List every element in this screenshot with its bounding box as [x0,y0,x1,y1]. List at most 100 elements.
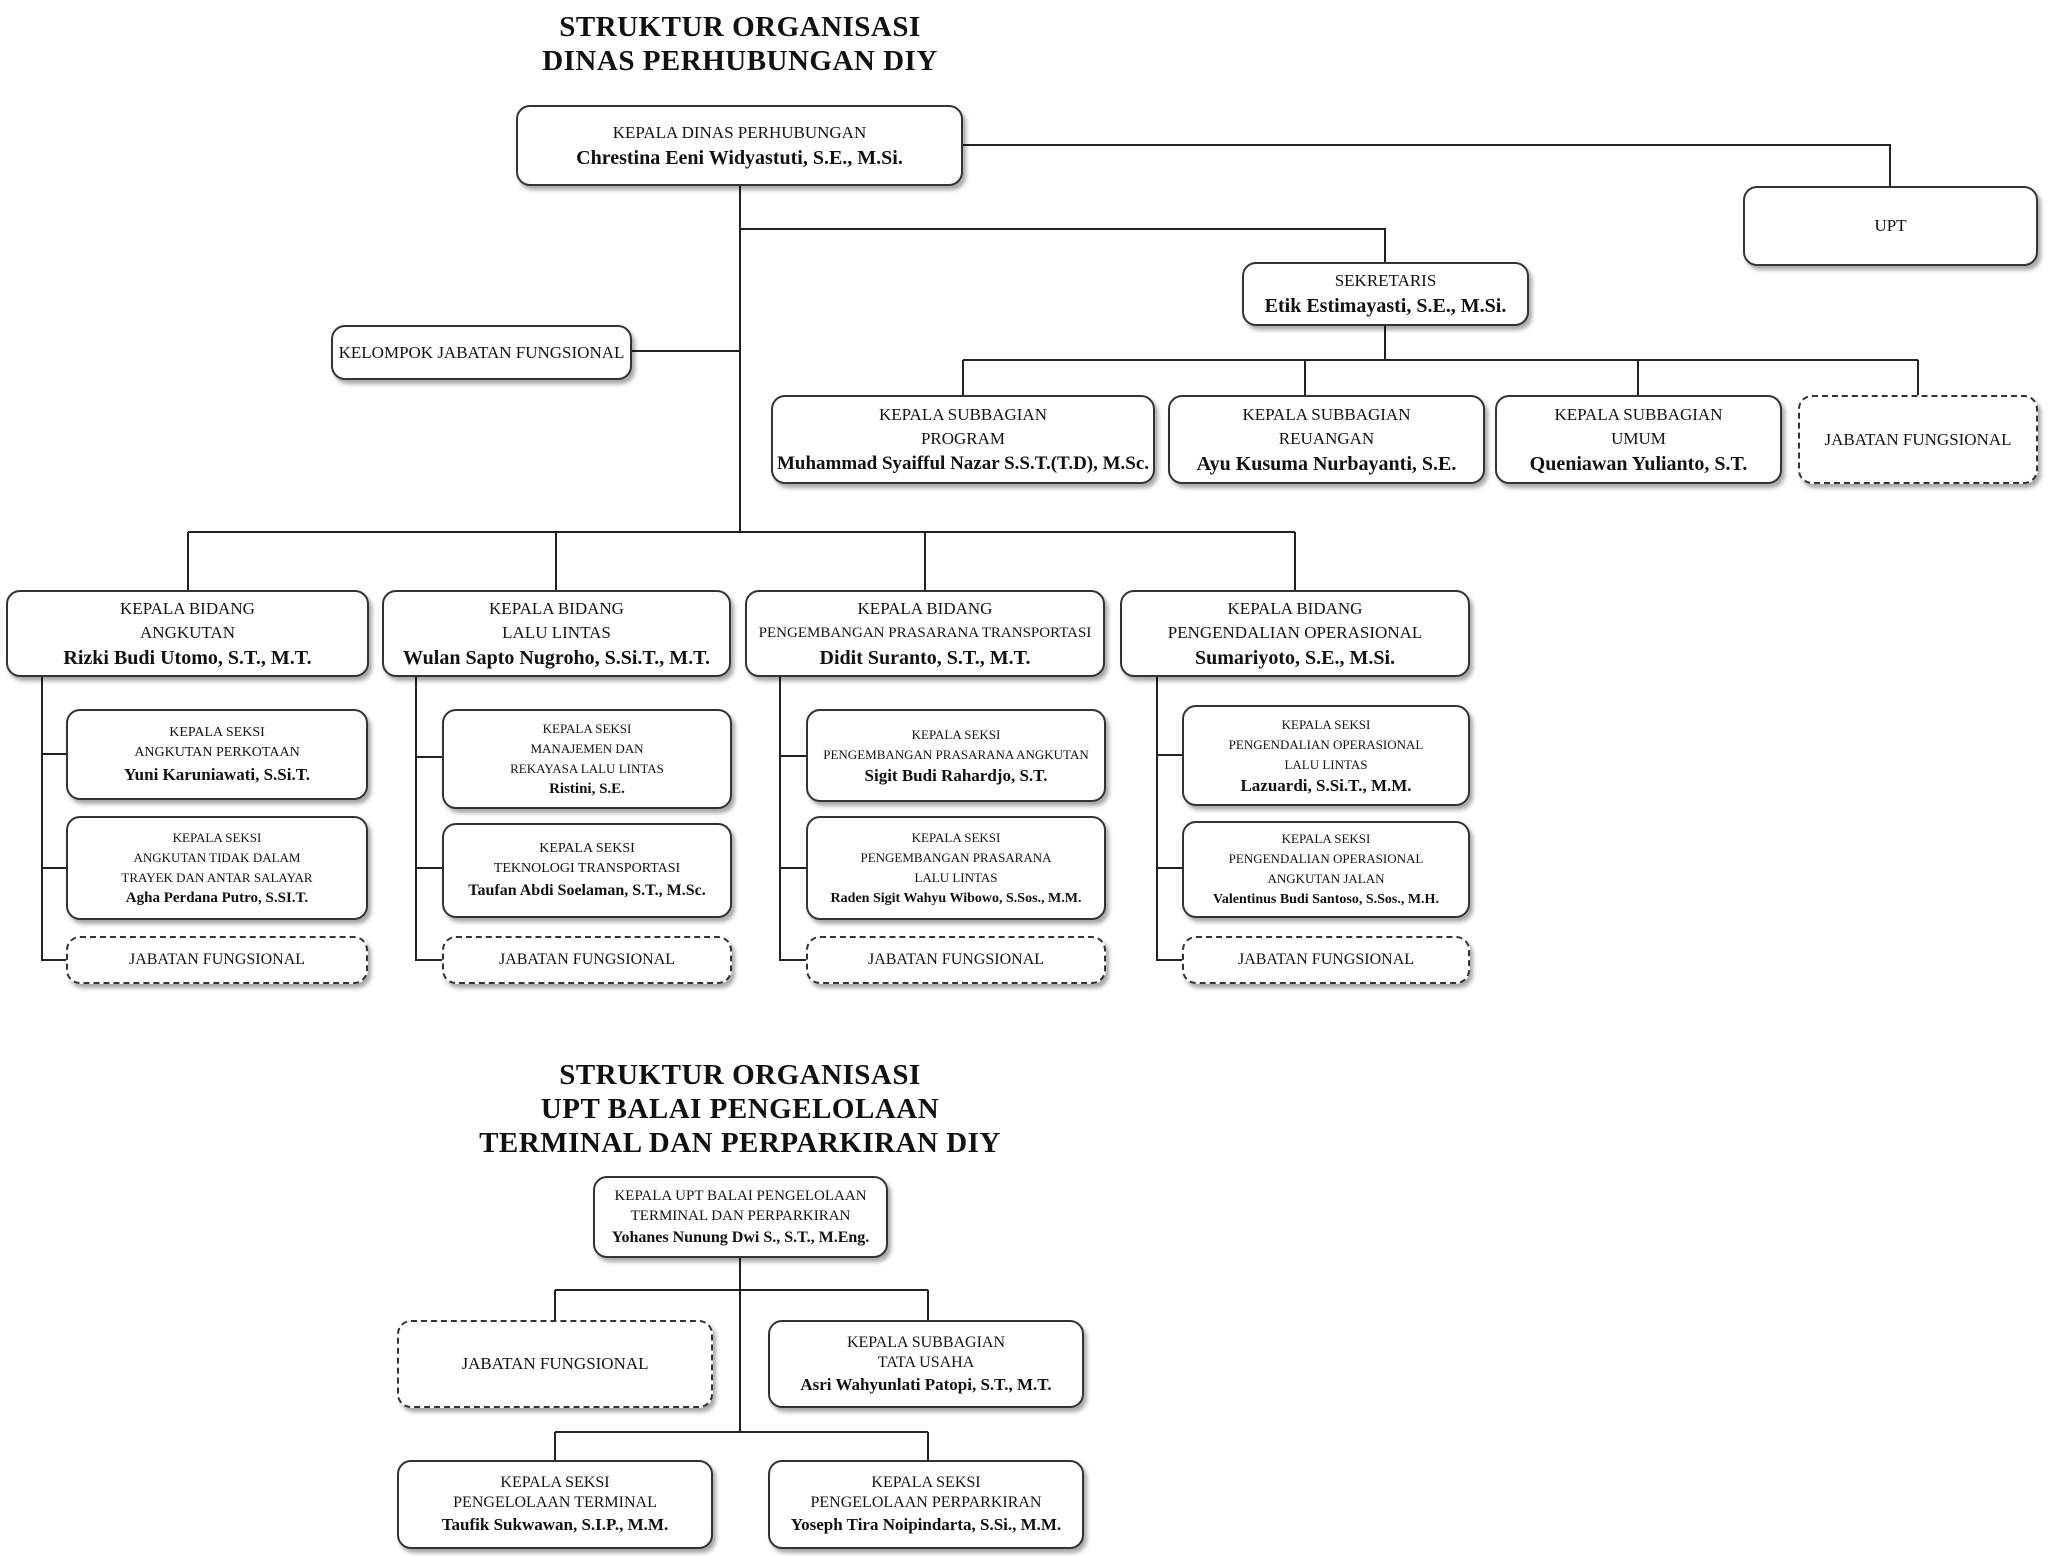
subbagian-title-line-2: UMUM [1611,428,1666,448]
upt-seksi-pengelolaan-terminal-box: KEPALA SEKSI PENGELOLAAN TERMINAL Taufik… [397,1460,713,1549]
seksi-name: Taufan Abdi Soelaman, S.T., M.Sc. [468,882,706,899]
subbagian-name: Muhammad Syaifful Nazar S.S.T.(T.D), M.S… [776,452,1150,474]
jabatan-fungsional-label: JABATAN FUNGSIONAL [128,951,306,968]
bidang-title-line-1: KEPALA BIDANG [1227,598,1363,618]
seksi-title-line-1: KEPALA SEKSI [1281,717,1371,732]
upt-jabatan-fungsional-box: JABATAN FUNGSIONAL [397,1320,713,1408]
seksi-title-line-1: KEPALA SEKSI [500,1474,610,1491]
chart-title-upt: STRUKTUR ORGANISASI UPT BALAI PENGELOLAA… [440,1058,1040,1160]
seksi-title-line-2: PENGELOLAAN PERPARKIRAN [810,1494,1042,1511]
kepala-upt-name: Yohanes Nunung Dwi S., S.T., M.Eng. [611,1228,870,1246]
chart-title-line-1: STRUKTUR ORGANISASI [559,11,921,43]
subbagian-name: Queniawan Yulianto, S.T. [1529,452,1748,475]
kelompok-jabatan-fungsional-box: KELOMPOK JABATAN FUNGSIONAL [331,325,632,380]
jabatan-fungsional-label: JABATAN FUNGSIONAL [498,951,676,968]
seksi-title-line-1: KEPALA SEKSI [871,1474,981,1491]
jabatan-fungsional-label: JABATAN FUNGSIONAL [867,951,1045,968]
subbagian-umum-box: KEPALA SUBBAGIAN UMUM Queniawan Yulianto… [1495,395,1782,484]
chart-title-line-2: DINAS PERHUBUNGAN DIY [542,45,938,77]
upt-box: UPT [1743,186,2038,266]
chart-title-upt-line-1: STRUKTUR ORGANISASI [559,1059,921,1091]
seksi-title-line-2: PENGENDALIAN OPERASIONAL [1228,737,1424,752]
seksi-title-line-3: LALU LINTAS [914,869,998,885]
bidang-pengendalian-jabatan-fungsional-box: JABATAN FUNGSIONAL [1182,936,1470,984]
subbagian-title-line-2: TATA USAHA [877,1353,975,1371]
seksi-title-line-1: KEPALA SEKSI [911,829,1001,845]
seksi-title-line-2: PENGELOLAAN TERMINAL [453,1494,657,1511]
seksi-title-line-3: REKAYASA LALU LINTAS [510,760,664,776]
seksi-title-line-1: KEPALA SEKSI [911,727,1001,742]
bidang-lalu-lintas-box: KEPALA BIDANG LALU LINTAS Wulan Sapto Nu… [382,590,731,677]
bidang-title-line-2: ANGKUTAN [140,622,235,642]
seksi-name: Valentinus Budi Santoso, S.Sos., M.H. [1213,892,1439,907]
chart-title-main: STRUKTUR ORGANISASI DINAS PERHUBUNGAN DI… [440,10,1040,78]
bidang-pengendalian-operasional-box: KEPALA BIDANG PENGENDALIAN OPERASIONAL S… [1120,590,1470,677]
subbagian-program-box: KEPALA SUBBAGIAN PROGRAM Muhammad Syaiff… [771,395,1155,484]
seksi-name: Ristini, S.E. [549,780,625,797]
bidang-lalu-lintas-jabatan-fungsional-box: JABATAN FUNGSIONAL [442,936,732,984]
upt-subbagian-tata-usaha-box: KEPALA SUBBAGIAN TATA USAHA Asri Wahyunl… [768,1320,1084,1408]
sekretaris-name: Etik Estimayasti, S.E., M.Si. [1264,295,1507,317]
jabatan-fungsional-label: JABATAN FUNGSIONAL [1824,429,2012,449]
bidang-name: Rizki Budi Utomo, S.T., M.T. [63,646,312,669]
seksi-name: Yuni Karuniawati, S.Si.T. [123,765,311,784]
jabatan-fungsional-label: JABATAN FUNGSIONAL [461,1354,649,1373]
seksi-title-line-1: KEPALA SEKSI [172,829,262,845]
seksi-title-line-3: LALU LINTAS [1284,757,1368,772]
seksi-name: Taufik Sukwawan, S.I.P., M.M. [441,1515,669,1534]
subbagian-title-line-1: KEPALA SUBBAGIAN [846,1333,1006,1351]
bidang-title-line-1: KEPALA BIDANG [120,598,255,618]
subbagian-name: Ayu Kusuma Nurbayanti, S.E. [1196,452,1457,475]
subbagian-title-line-2: PROGRAM [920,428,1006,448]
upt-seksi-pengelolaan-perparkiran-box: KEPALA SEKSI PENGELOLAAN PERPARKIRAN Yos… [768,1460,1084,1549]
bidang-title-line-2: PENGEMBANGAN PRASARANA TRANSPORTASI [758,624,1092,641]
seksi-title-line-2: ANGKUTAN PERKOTAAN [134,745,300,760]
seksi-title-line-1: KEPALA SEKSI [542,720,632,736]
seksi-name: Lazuardi, S.Si.T., M.M. [1240,776,1412,795]
seksi-name: Raden Sigit Wahyu Wibowo, S.Sos., M.M. [830,890,1082,906]
bidang-angkutan-jabatan-fungsional-box: JABATAN FUNGSIONAL [66,936,368,984]
bidang-angkutan-box: KEPALA BIDANG ANGKUTAN Rizki Budi Utomo,… [6,590,369,677]
kepala-upt-title-line-2: TERMINAL DAN PERPARKIRAN [630,1207,851,1224]
kepala-dinas-box: KEPALA DINAS PERHUBUNGAN Chrestina Eeni … [516,105,963,186]
sekretaris-title: SEKRETARIS [1334,271,1437,290]
seksi-pengendalian-angkutan-jalan-box: KEPALA SEKSI PENGENDALIAN OPERASIONAL AN… [1182,821,1470,918]
seksi-title-line-3: TRAYEK DAN ANTAR SALAYAR [121,869,313,885]
seksi-pengendalian-lalu-lintas-box: KEPALA SEKSI PENGENDALIAN OPERASIONAL LA… [1182,705,1470,806]
chart-title-upt-line-3: TERMINAL DAN PERPARKIRAN DIY [479,1127,1001,1159]
sekretariat-jabatan-fungsional-box: JABATAN FUNGSIONAL [1798,395,2038,484]
seksi-title-line-1: KEPALA SEKSI [1281,831,1371,846]
seksi-teknologi-transportasi-box: KEPALA SEKSI TEKNOLOGI TRANSPORTASI Tauf… [442,823,732,918]
bidang-title-line-2: LALU LINTAS [502,622,611,642]
subbagian-title-line-1: KEPALA SUBBAGIAN [879,404,1047,424]
seksi-name: Agha Perdana Putro, S.SI.T. [125,889,309,906]
seksi-title-line-2: PENGEMBANGAN PRASARANA [860,849,1052,865]
seksi-pengembangan-prasarana-angkutan-box: KEPALA SEKSI PENGEMBANGAN PRASARANA ANGK… [806,709,1106,802]
bidang-name: Didit Suranto, S.T., M.T. [819,646,1031,669]
seksi-title-line-2: ANGKUTAN TIDAK DALAM [133,849,301,865]
seksi-title-line-1: KEPALA SEKSI [169,725,265,740]
subbagian-title-line-1: KEPALA SUBBAGIAN [1242,404,1411,424]
bidang-name: Sumariyoto, S.E., M.Si. [1194,646,1396,669]
bidang-name: Wulan Sapto Nugroho, S.Si.T., M.T. [403,646,710,669]
seksi-angkutan-tidak-dalam-trayek-box: KEPALA SEKSI ANGKUTAN TIDAK DALAM TRAYEK… [66,816,368,920]
bidang-pengembangan-prasarana-box: KEPALA BIDANG PENGEMBANGAN PRASARANA TRA… [745,590,1105,677]
upt-title: UPT [1874,216,1907,235]
jabatan-fungsional-label: JABATAN FUNGSIONAL [1237,951,1415,968]
subbagian-name: Asri Wahyunlati Patopi, S.T., M.T. [800,1374,1052,1394]
kelompok-jabatan-fungsional-title: KELOMPOK JABATAN FUNGSIONAL [338,342,625,362]
bidang-pengembangan-jabatan-fungsional-box: JABATAN FUNGSIONAL [806,936,1106,984]
seksi-title-line-2: MANAJEMEN DAN [530,740,644,756]
seksi-title-line-1: KEPALA SEKSI [539,841,635,856]
kepala-upt-title-line-1: KEPALA UPT BALAI PENGELOLAAN [614,1187,867,1204]
kepala-upt-box: KEPALA UPT BALAI PENGELOLAAN TERMINAL DA… [593,1176,888,1258]
seksi-pengembangan-prasarana-lalu-lintas-box: KEPALA SEKSI PENGEMBANGAN PRASARANA LALU… [806,816,1106,920]
chart-title-upt-line-2: UPT BALAI PENGELOLAAN [540,1093,940,1125]
bidang-title-line-1: KEPALA BIDANG [857,598,993,618]
seksi-title-line-2: TEKNOLOGI TRANSPORTASI [493,861,681,876]
sekretaris-box: SEKRETARIS Etik Estimayasti, S.E., M.Si. [1242,262,1529,326]
kepala-dinas-name: Chrestina Eeni Widyastuti, S.E., M.Si. [576,146,903,169]
bidang-title-line-1: KEPALA BIDANG [489,598,624,618]
seksi-title-line-2: PENGENDALIAN OPERASIONAL [1228,851,1424,866]
